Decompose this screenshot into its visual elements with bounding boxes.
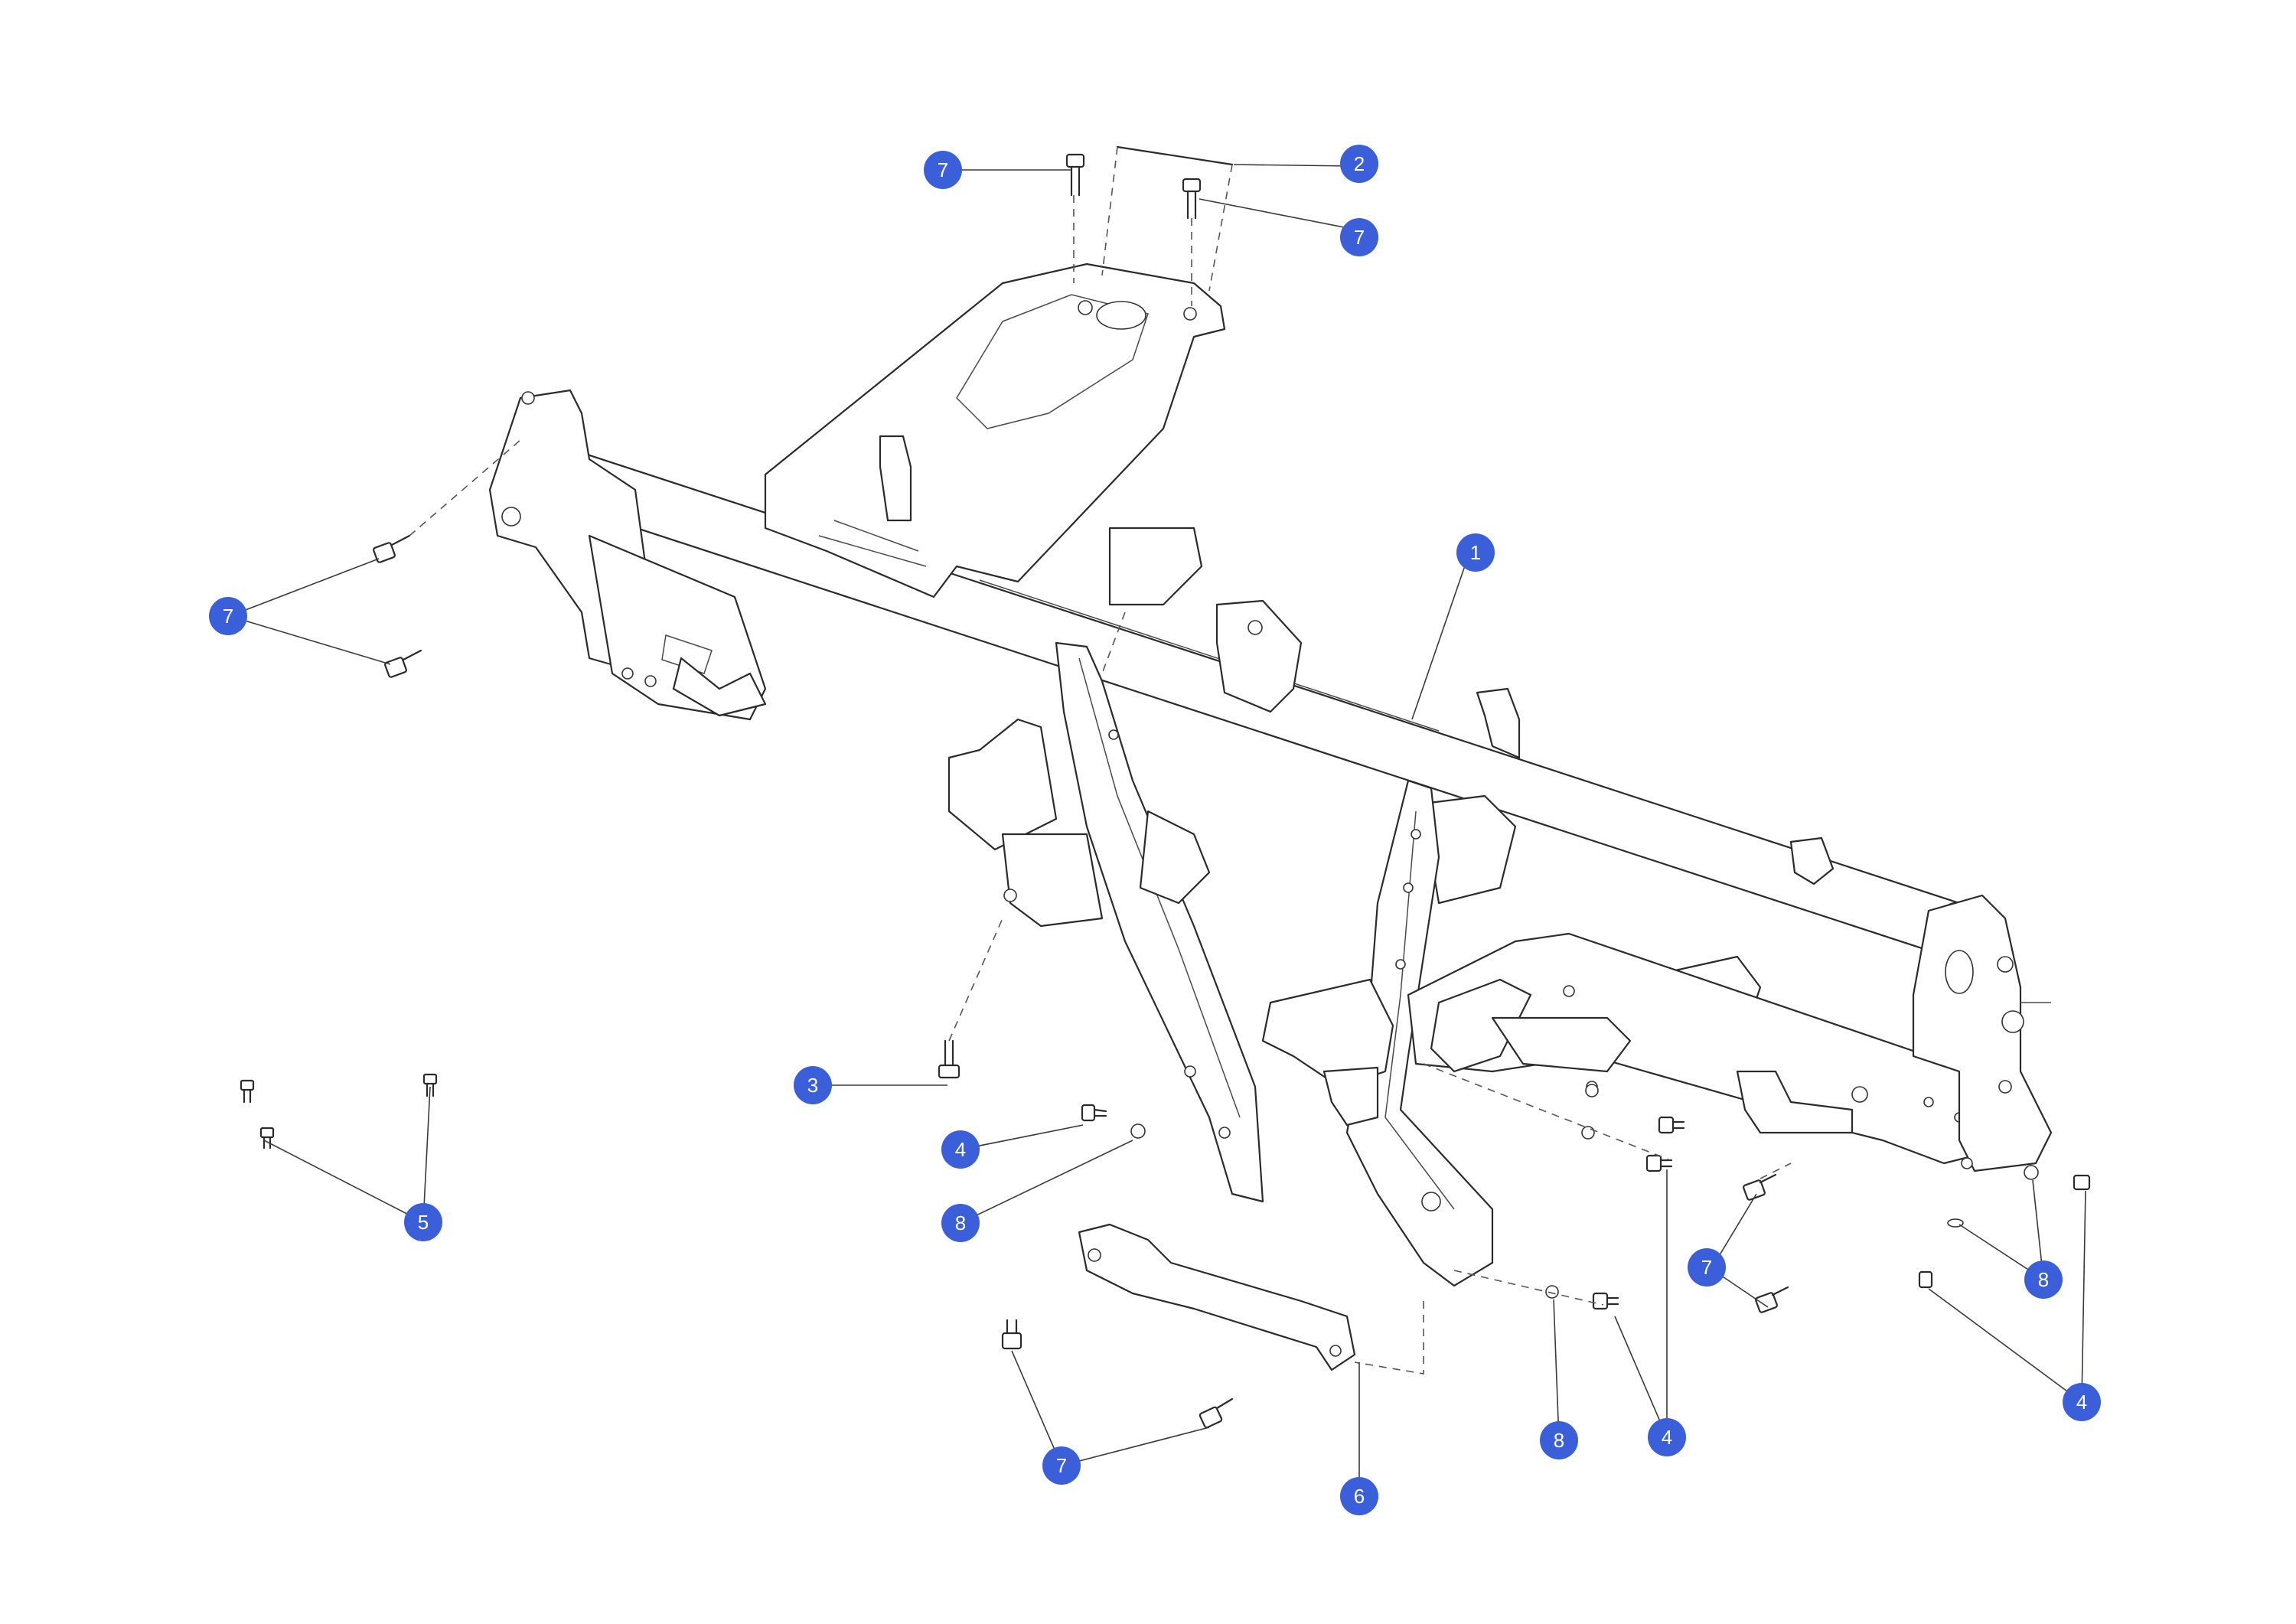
callout-2: 2 [1340, 145, 1378, 183]
bolt-right-7-lower [1755, 1286, 1789, 1313]
right-end-bracket [1912, 894, 2053, 1172]
callout-label: 7 [1354, 226, 1365, 249]
screw-right-a [1658, 1116, 1685, 1134]
bolt-lower-left-b [1199, 1397, 1234, 1429]
callout-6: 6 [1340, 1477, 1378, 1515]
screw-right-b [1645, 1154, 1673, 1172]
callout-4-center: 4 [941, 1130, 980, 1169]
fasteners [240, 145, 2091, 1429]
callout-label: 8 [955, 1211, 966, 1234]
callout-label: 4 [2076, 1391, 2087, 1414]
callout-label: 6 [1354, 1485, 1365, 1508]
bolt-left-upper [373, 534, 411, 563]
washer-r1 [1585, 1084, 1599, 1097]
callout-label: 1 [1470, 541, 1481, 564]
callout-4-far-right: 4 [2063, 1383, 2101, 1421]
callout-label: 7 [1056, 1454, 1067, 1477]
bolt-left-lower [384, 649, 422, 678]
callout-label: 7 [1701, 1256, 1712, 1279]
left-end-bracket [488, 389, 767, 721]
callout-7-top-left: 7 [924, 151, 962, 189]
assembly-lines [409, 146, 1792, 1375]
right-center-leg [1261, 779, 1494, 1287]
bolt-part-3 [938, 1039, 960, 1079]
washer-r2 [1581, 1126, 1595, 1140]
callout-label: 7 [938, 158, 948, 181]
bolt-top-left [1065, 153, 1085, 197]
callout-label: 5 [418, 1211, 429, 1234]
right-lower-plate [1407, 932, 2030, 1165]
lower-bar-bracket [1078, 1223, 1356, 1371]
callout-label: 4 [1662, 1426, 1672, 1449]
stud-group-5 [240, 1073, 438, 1150]
washer-r3 [1545, 1285, 1559, 1299]
screw-right-c [1592, 1292, 1619, 1310]
callout-7-bottom: 7 [1042, 1446, 1081, 1485]
bolt-top-right [1182, 178, 1202, 220]
center-upper-bracket [764, 263, 1226, 598]
callout-label: 3 [807, 1074, 818, 1097]
callout-3: 3 [794, 1066, 832, 1104]
washer-far-right [2024, 1165, 2039, 1180]
center-support-leg [947, 527, 1264, 1203]
callout-7-left: 7 [209, 597, 247, 635]
screw-far-right-b [1918, 1270, 1933, 1289]
callout-7-right: 7 [1688, 1248, 1726, 1286]
callout-4-right: 4 [1648, 1418, 1686, 1456]
callout-1: 1 [1456, 533, 1495, 572]
screw-center-4 [1081, 1104, 1107, 1122]
screw-far-right-a [2073, 1174, 2091, 1191]
callout-8-right: 8 [1540, 1421, 1578, 1459]
washer-center-8 [1130, 1123, 1146, 1139]
callout-5: 5 [404, 1203, 442, 1241]
callout-7-top-right: 7 [1340, 218, 1378, 256]
callout-8-far-right: 8 [2024, 1260, 2063, 1299]
plate-part-2 [1116, 145, 1234, 166]
callout-label: 4 [955, 1138, 966, 1161]
callout-label: 8 [2038, 1268, 2049, 1291]
center-mid-bracket [1215, 599, 1303, 713]
bolt-right-7-upper [1743, 1173, 1777, 1201]
callout-label: 2 [1354, 152, 1365, 175]
callout-label: 7 [223, 605, 233, 628]
callout-label: 8 [1554, 1429, 1564, 1452]
callouts: 1 2 3 4 4 4 5 6 7 7 7 7 7 8 8 8 [209, 145, 2101, 1515]
bolt-lower-left-a [1001, 1319, 1022, 1350]
callout-8-center: 8 [941, 1204, 980, 1242]
